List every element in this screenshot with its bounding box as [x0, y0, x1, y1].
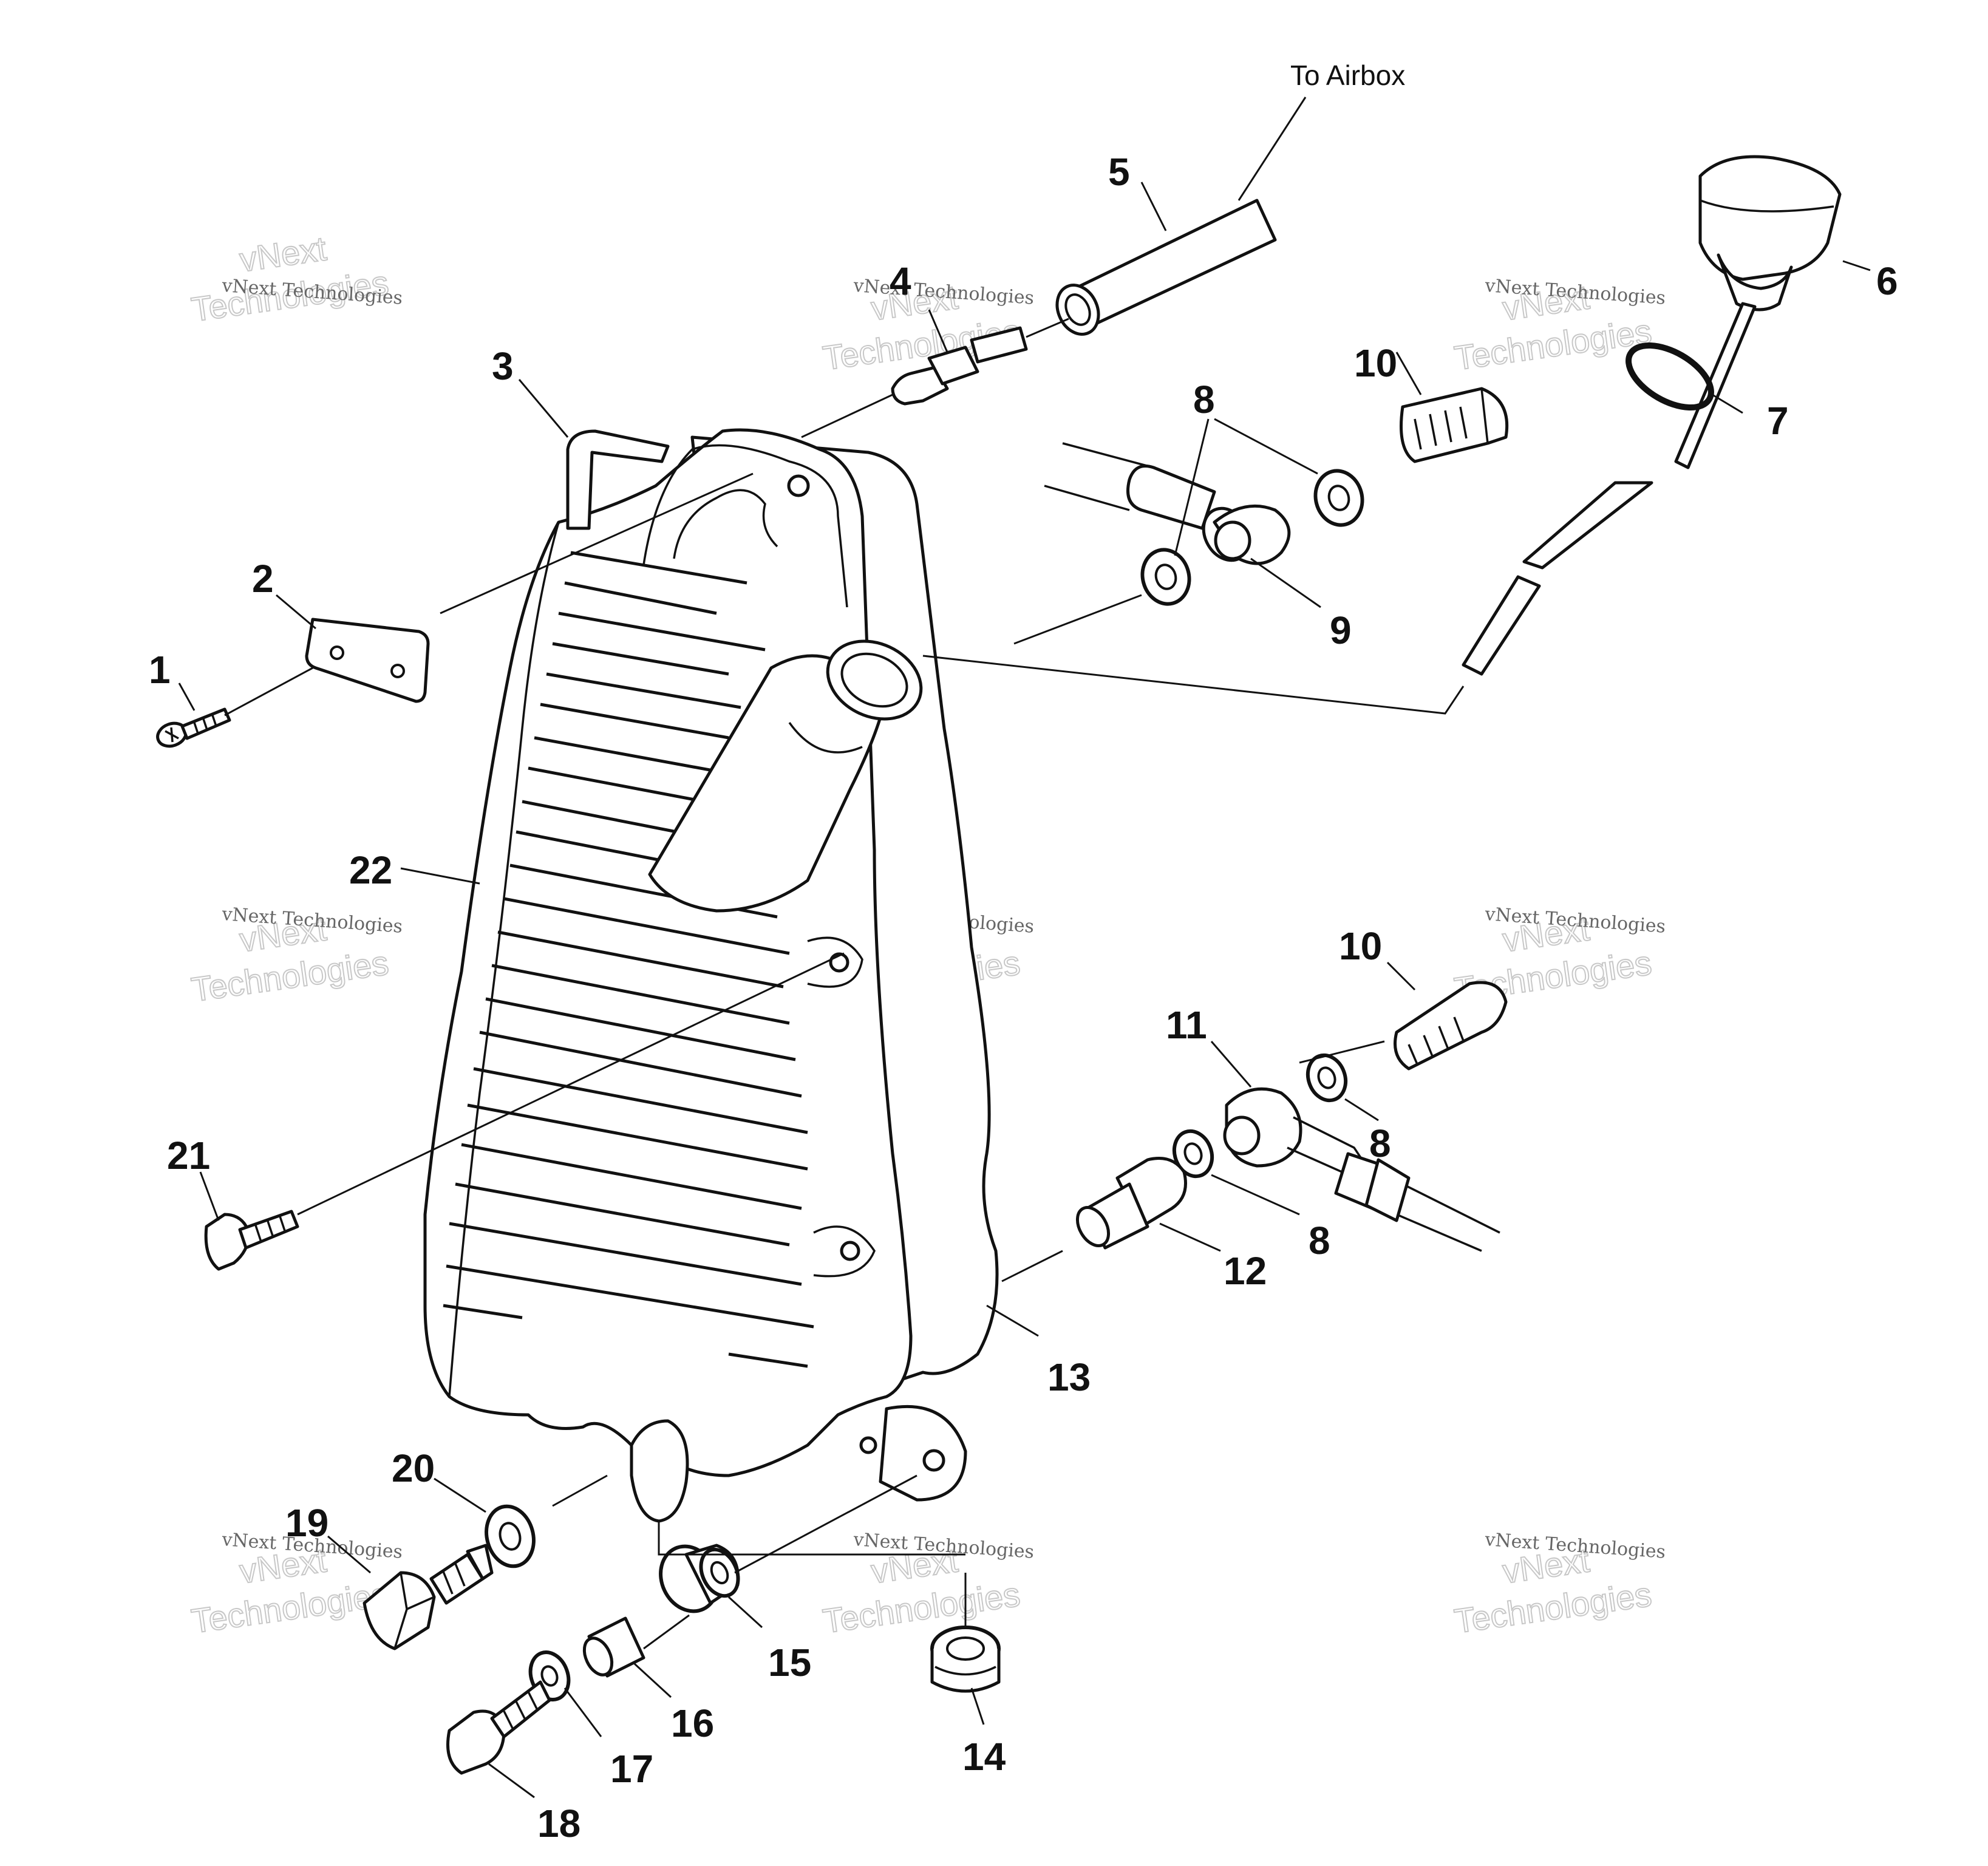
bolt-lower [1394, 981, 1508, 1071]
mount-boss-lower [813, 1225, 876, 1278]
callout-13: 13 [1047, 1355, 1091, 1399]
callouts: 1 2 3 4 5 6 7 8 9 10 10 11 8 8 12 13 14 … [149, 60, 1898, 1845]
callout-5: 5 [1108, 150, 1130, 194]
bracket-plate [305, 618, 430, 703]
watermark: vNext Technologies [188, 228, 391, 329]
sealing-washer-upper-left [1140, 548, 1191, 606]
mount-hole-bottom-1 [859, 1436, 877, 1454]
callout-19: 19 [285, 1501, 328, 1545]
tank-gasket [566, 429, 670, 530]
mount-hole-top [787, 474, 810, 497]
callout-17: 17 [610, 1747, 653, 1791]
callout-15: 15 [768, 1641, 811, 1684]
callout-1: 1 [149, 648, 171, 692]
callout-3: 3 [492, 344, 514, 388]
grommet [930, 1626, 1001, 1693]
watermark-big-bottom: Technologies [1452, 1575, 1653, 1640]
tank-top-lip [642, 444, 848, 608]
screw [156, 707, 231, 748]
watermark-big-bottom: Technologies [820, 1575, 1022, 1640]
flange-hole [922, 1449, 945, 1472]
callout-8-upper: 8 [1193, 378, 1215, 421]
callout-21: 21 [167, 1134, 210, 1177]
bolt-side [204, 1210, 299, 1271]
callout-10-upper: 10 [1354, 341, 1397, 385]
callout-2: 2 [252, 557, 274, 601]
bolt-bottom [446, 1680, 551, 1775]
mount-boss-mid [807, 936, 863, 988]
spacer-sleeve [582, 1616, 645, 1678]
vent-fitting [891, 326, 1028, 406]
vent-hose [1055, 199, 1277, 336]
bolt-upper [1400, 387, 1509, 463]
rubber-mount [659, 1544, 740, 1613]
sealing-washer-lower [1172, 1129, 1214, 1179]
tank-bottom-flange [879, 1405, 967, 1502]
callout-8-lower: 8 [1309, 1219, 1330, 1262]
callout-6: 6 [1876, 259, 1898, 303]
cooling-ribs [443, 551, 814, 1368]
watermark-big-bottom: Technologies [1452, 312, 1653, 377]
to-airbox-label: To Airbox [1290, 60, 1405, 91]
callout-8-right: 8 [1369, 1122, 1391, 1165]
banjo-fitting-lower [1223, 1087, 1500, 1252]
callout-20: 20 [392, 1446, 435, 1490]
drain-plug-washer [485, 1504, 536, 1568]
callout-4: 4 [890, 259, 911, 303]
callout-22: 22 [349, 848, 392, 892]
dipstick-cap [1674, 155, 1842, 469]
tank-inner-recess [673, 489, 778, 559]
watermark-big-top: vNext [237, 229, 329, 279]
callout-10-lower: 10 [1339, 924, 1382, 968]
sealing-washer-lower-upper [1305, 1053, 1348, 1103]
dipstick-rod [1462, 481, 1653, 676]
tank-side-face [448, 522, 560, 1397]
watermark-big-bottom: Technologies [189, 1575, 390, 1640]
drain-plug [363, 1544, 494, 1650]
sealing-washer-upper-right [1313, 469, 1364, 527]
temperature-sender [1075, 1157, 1187, 1250]
callout-16: 16 [671, 1701, 714, 1745]
o-ring [1625, 342, 1714, 411]
callout-12: 12 [1224, 1249, 1267, 1293]
filler-neck [648, 639, 923, 913]
callout-18: 18 [537, 1802, 580, 1845]
watermark-big-bottom: Technologies [189, 943, 390, 1009]
oil-tank-assembly [423, 428, 999, 1523]
callout-11: 11 [1166, 1003, 1207, 1047]
callout-9: 9 [1330, 608, 1352, 652]
drain-nipple [630, 1419, 689, 1523]
mount-hole-lower [840, 1241, 860, 1261]
leader-lines [178, 97, 1871, 1799]
upper-line [1044, 442, 1291, 565]
callout-7: 7 [1767, 399, 1789, 443]
callout-14: 14 [962, 1735, 1006, 1779]
